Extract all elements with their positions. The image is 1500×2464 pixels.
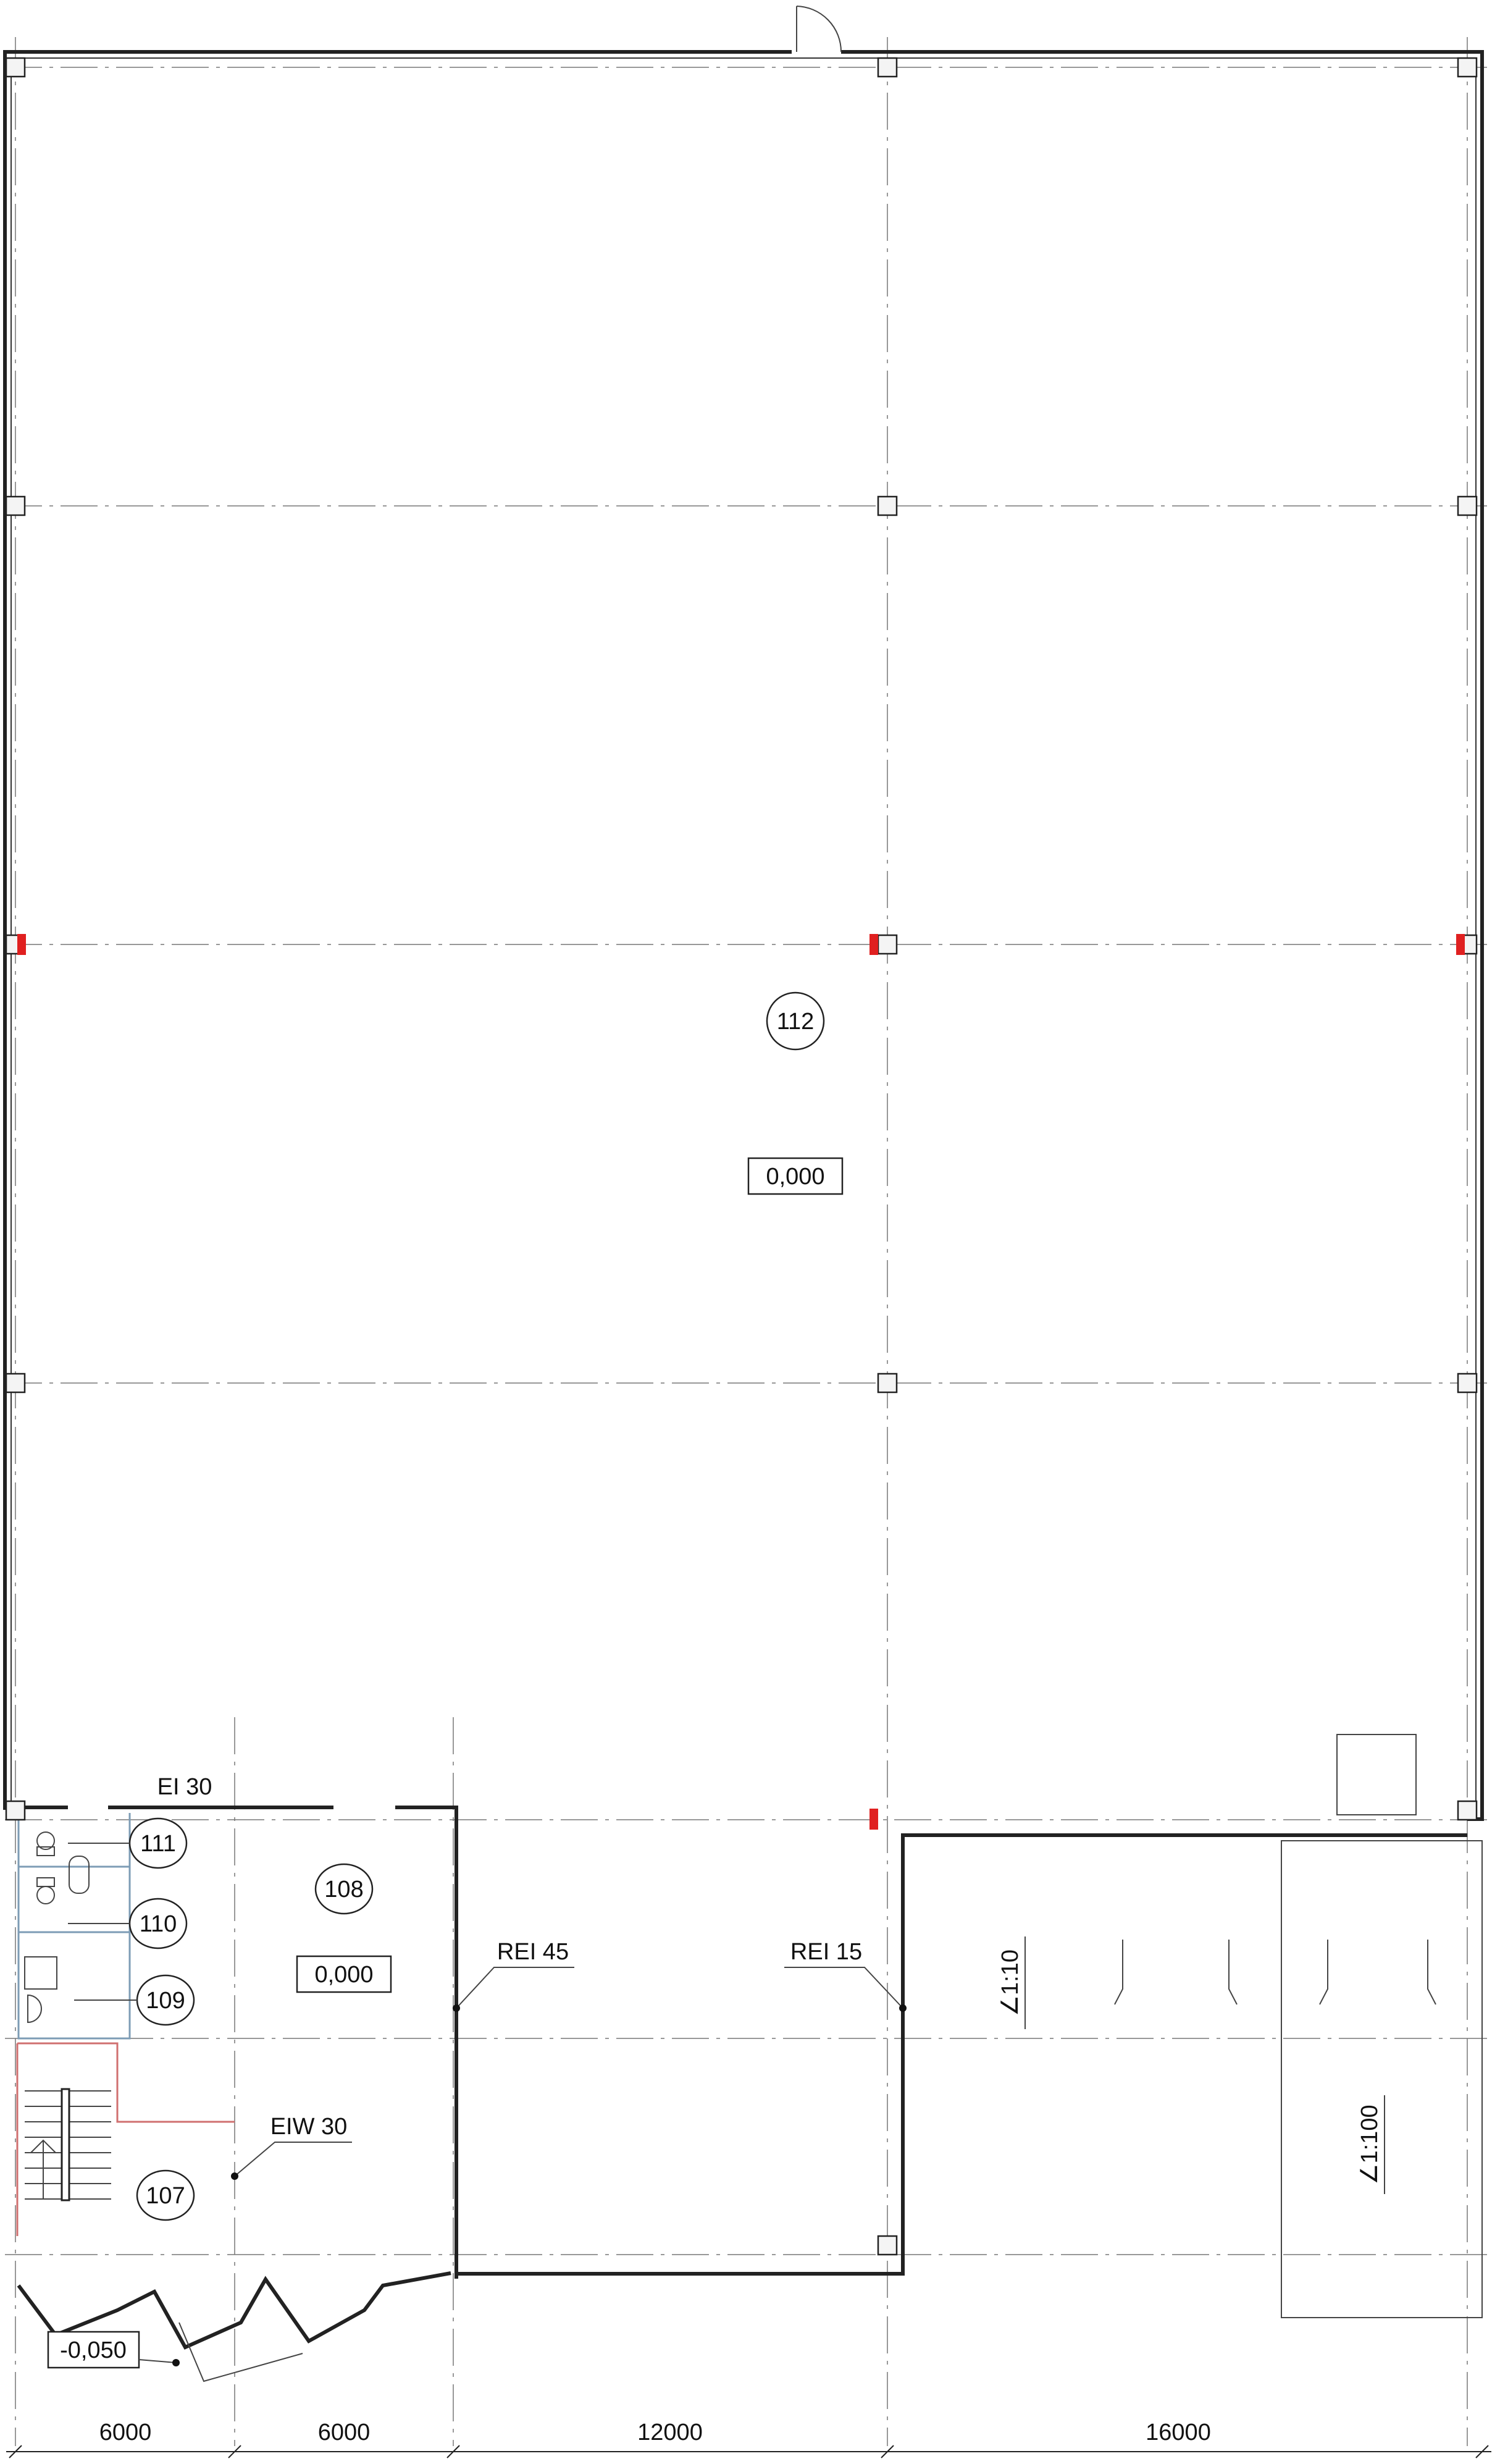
- sanitary-partitions: [17, 1813, 131, 2040]
- main-hall-inner-wall: [10, 57, 1477, 1813]
- level-mark-entrance: -0,050: [47, 2331, 180, 2369]
- dimension-label: 16000: [1146, 2420, 1211, 2445]
- dimension-chain: 6000 6000 12000 16000: [6, 2420, 1491, 2458]
- top-door[interactable]: [796, 6, 842, 53]
- level-mark-108: 0,000: [296, 1955, 392, 1993]
- fire-rating-eiw30-callout: EIW 30: [231, 2114, 352, 2180]
- slope-mark-1-10: ∠1:10: [997, 1936, 1026, 2029]
- fire-rating-rei45: REI 45: [497, 1939, 569, 1965]
- room-number: 110: [140, 1911, 177, 1937]
- sink-icon: [27, 1856, 90, 2024]
- dock-leveller: [1336, 1734, 1417, 1815]
- shower-icon: [24, 1956, 57, 1990]
- entrance-facade: [17, 2271, 451, 2350]
- main-hall-wall: [3, 50, 1484, 1821]
- room-number: 111: [140, 1831, 176, 1857]
- level-value: -0,050: [60, 2337, 127, 2363]
- dimension-label: 6000: [99, 2420, 152, 2445]
- structural-columns: [5, 57, 1478, 2256]
- stair-enclosure: [16, 2042, 235, 2236]
- middle-section-wall: [456, 1833, 1467, 2276]
- room-number: 112: [777, 1009, 815, 1035]
- stair-treads: [25, 2088, 111, 2201]
- room-number: 109: [146, 1988, 185, 2014]
- dimension-label: 12000: [637, 2420, 703, 2445]
- grid-lines: [5, 37, 1494, 2446]
- room-number: 107: [146, 2183, 185, 2209]
- ramp-area: [1281, 1840, 1483, 2318]
- room-number: 108: [324, 1877, 363, 1903]
- room-tag-109[interactable]: 109: [74, 1974, 195, 2026]
- toilet-icon: [36, 1831, 55, 1904]
- fire-rating-eiw30: EIW 30: [270, 2114, 348, 2140]
- fire-hydrant-icon: [17, 934, 1465, 1830]
- slope-mark-1-100: ∠1:100: [1357, 2095, 1385, 2194]
- entrance-vestibule: [178, 2322, 303, 2382]
- slope-value: ∠1:10: [997, 1949, 1023, 2016]
- room-tag-112[interactable]: 112: [766, 991, 825, 1051]
- room-tag-107[interactable]: 107: [136, 2169, 195, 2221]
- stair-direction-arrow: [30, 2139, 56, 2199]
- level-mark-112: 0,000: [747, 1157, 844, 1195]
- fire-rating-rei45-callout: REI 45: [453, 1939, 574, 2012]
- level-value: 0,000: [766, 1164, 824, 1190]
- slope-value: ∠1:100: [1357, 2104, 1383, 2184]
- bollards: [1114, 1940, 1436, 2005]
- room-tag-111[interactable]: 111: [68, 1817, 188, 1869]
- fire-rating-rei15: REI 15: [790, 1939, 862, 1965]
- fire-rating-rei15-callout: REI 15: [784, 1939, 907, 2012]
- level-value: 0,000: [314, 1962, 373, 1988]
- room-tag-108[interactable]: 108: [314, 1863, 374, 1915]
- dimension-label: 6000: [318, 2420, 371, 2445]
- fire-rating-ei30: EI 30: [157, 1774, 212, 1800]
- room-tag-110[interactable]: 110: [68, 1898, 188, 1949]
